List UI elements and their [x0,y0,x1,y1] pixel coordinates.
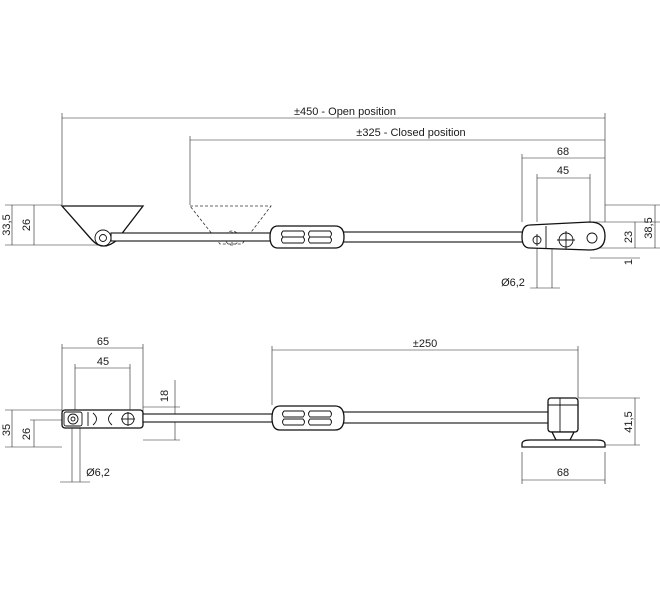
dim-right-top: 23 38,5 1 [590,204,660,265]
dim-250-label: ±250 [413,338,437,350]
closed-position-dimension: ±325 - Closed position [189,127,605,205]
side-view: 65 45 18 ±250 [1,336,640,484]
dim-68-side-label: 68 [557,467,569,479]
diameter-top-label: Ø6,2 [501,277,525,289]
dim-38-5-label: 38,5 [643,217,655,238]
dim-45-top: 45 [536,165,591,222]
dim-26-side-label: 26 [21,428,33,440]
dim-45-side: 45 [74,356,131,412]
dim-68-top: 68 [521,146,605,222]
dim-35-label: 35 [1,424,13,436]
grip-sleeve-side [271,405,345,431]
dim-68-top-label: 68 [557,146,569,158]
stay-rod-side [142,411,550,424]
dim-26-top-label: 26 [21,219,33,231]
dim-23-label: 23 [623,231,635,243]
open-position-label: ±450 - Open position [294,106,396,118]
dim-45-top-label: 45 [557,165,569,177]
dim-68-side: 68 [521,452,606,484]
right-pivot-side [521,397,606,448]
diameter-side-label: Ø6,2 [86,467,110,479]
left-end-fitting-side [61,409,144,429]
diameter-dimension-side: Ø6,2 [60,420,110,483]
dim-250-side: ±250 [271,338,579,405]
dim-1-label: 1 [623,259,635,265]
closed-position-label: ±325 - Closed position [356,127,465,139]
dim-41-5-side: 41,5 [578,397,640,446]
right-end-fitting-top [521,221,606,251]
grip-sleeve-top [269,225,345,249]
dim-45-side-label: 45 [97,356,109,368]
dim-65-side: 65 [61,336,144,412]
dim-41-5-label: 41,5 [623,411,635,432]
dim-18-label: 18 [159,390,171,402]
open-position-dimension: ±450 - Open position [61,106,606,222]
dim-65-label: 65 [97,336,109,348]
top-view: ±450 - Open position ±325 - Closed posit… [1,106,660,289]
dim-33-5-label: 33,5 [1,214,13,235]
dim-35-26-left: 35 26 [1,409,62,448]
dim-18-side: 18 [143,380,180,441]
dim-33-5-26-left: 33,5 26 [1,204,100,246]
